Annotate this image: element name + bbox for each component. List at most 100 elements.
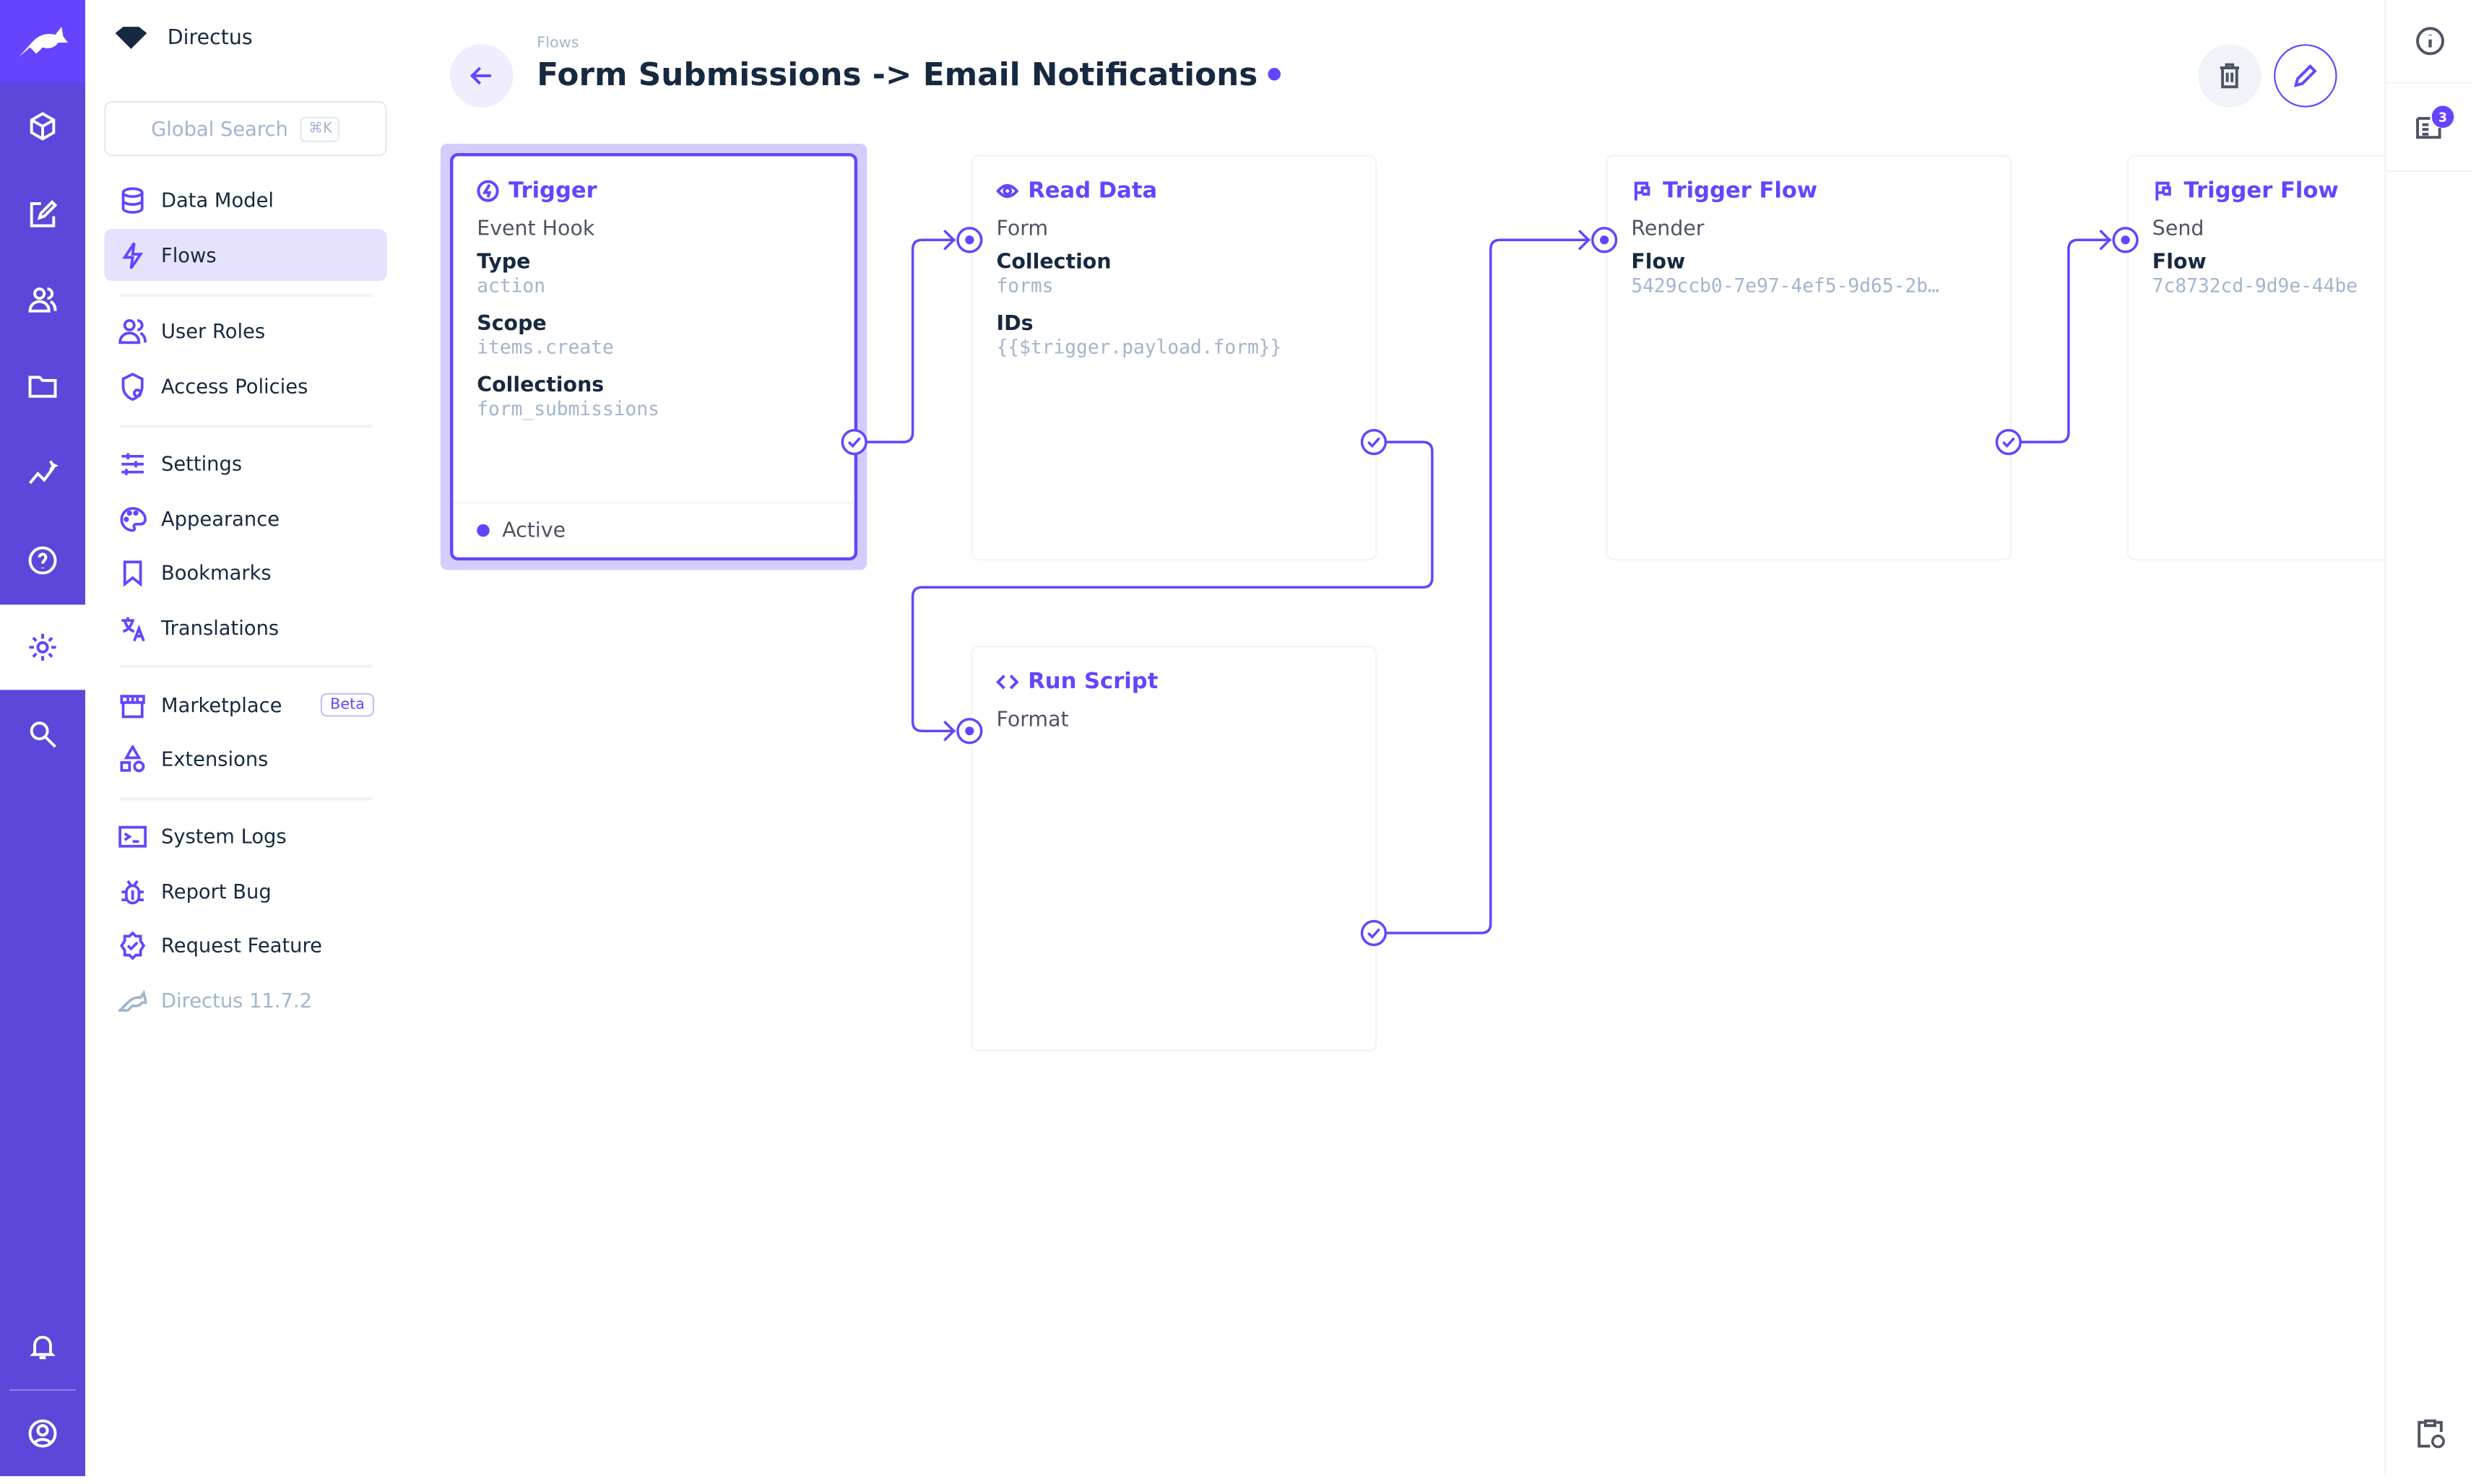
settings-module-button[interactable]: [0, 604, 86, 690]
trash-icon: [2220, 63, 2240, 89]
users-module-button[interactable]: [0, 257, 85, 342]
translate-icon: [121, 616, 145, 641]
delete-button[interactable]: [2198, 44, 2261, 108]
bolt-icon: [122, 241, 144, 269]
field-label: Scope: [477, 312, 547, 337]
field-label: Collection: [996, 251, 1112, 275]
info-button[interactable]: [2386, 0, 2473, 84]
beta-badge: Beta: [320, 693, 375, 717]
trigger-header: Trigger: [477, 178, 831, 204]
nav-item-settings[interactable]: Settings: [104, 438, 386, 490]
store-icon: [120, 694, 145, 718]
pencil-icon: [2294, 64, 2317, 87]
bolt-circle-icon: [477, 180, 499, 202]
field-value: form_submissions: [477, 397, 659, 420]
sliders-icon: [121, 452, 144, 474]
nav-item-label: Extensions: [160, 747, 269, 771]
edit-button[interactable]: [2274, 44, 2337, 108]
operation-name: Render: [1631, 217, 1705, 242]
shapes-icon: [120, 744, 145, 772]
nav-item-appearance[interactable]: Appearance: [104, 493, 386, 544]
logs-button[interactable]: 3: [2386, 85, 2473, 173]
field-label: Type: [477, 251, 531, 275]
nav-item-flows[interactable]: Flows: [104, 228, 387, 282]
back-button[interactable]: [450, 44, 514, 108]
operation-title: Read Data: [1028, 178, 1158, 204]
operation-header: Trigger Flow: [1631, 178, 1986, 204]
terminal-icon: [118, 825, 147, 847]
operation-name: Send: [2152, 217, 2204, 242]
trigger-name: Event Hook: [477, 217, 595, 242]
active-status-dot: [1268, 68, 1282, 81]
arrow-left-icon: [469, 66, 491, 85]
nav-item-report-bug[interactable]: Report Bug: [104, 865, 386, 917]
bookmark-icon: [123, 560, 142, 586]
right-sidebar: 3: [2384, 0, 2473, 1477]
nav-item-directus-11-7-2[interactable]: Directus 11.7.2: [104, 974, 386, 1026]
nav-item-bookmarks[interactable]: Bookmarks: [104, 546, 386, 598]
nav-item-access-policies[interactable]: Access Policies: [104, 360, 386, 412]
page-title: Form Submissions -> Email Notifications: [537, 55, 1282, 93]
trigger-title: Trigger: [508, 178, 597, 204]
nav-item-label: Marketplace: [160, 693, 282, 717]
breadcrumb[interactable]: Flows: [537, 35, 579, 53]
help-module-button[interactable]: [0, 518, 85, 603]
insights-icon: [29, 460, 59, 485]
project-logo-icon: [115, 27, 147, 49]
nav-item-user-roles[interactable]: User Roles: [104, 305, 386, 357]
connector-script-flow: [1386, 238, 1590, 934]
account-circle-icon: [28, 1419, 57, 1448]
operation-header: Run Script: [996, 669, 1351, 695]
nav-divider: [120, 797, 373, 800]
directus-logo[interactable]: [0, 0, 86, 82]
logs-count-badge: 3: [2431, 105, 2454, 129]
nav-item-label: System Logs: [160, 824, 287, 848]
connector-trigger-read: [867, 238, 956, 443]
search-module-button[interactable]: [0, 692, 85, 777]
nav-item-label: Bookmarks: [160, 560, 272, 584]
rabbit-logo-icon: [19, 27, 69, 57]
nav-item-label: User Roles: [160, 318, 266, 343]
operation-title: Trigger Flow: [1663, 178, 1818, 204]
field-value: items.create: [477, 336, 614, 359]
flag-icon: [1634, 181, 1650, 201]
files-module-button[interactable]: [0, 344, 85, 430]
field-label: Flow: [1631, 251, 1686, 275]
gear-icon: [29, 633, 56, 661]
operation-title: Run Script: [1028, 669, 1159, 695]
nav-item-data-model[interactable]: Data Model: [104, 173, 386, 225]
field-value: {{$trigger.payload.form}}: [996, 336, 1282, 359]
content-module-button[interactable]: [0, 84, 85, 169]
status-dot: [477, 524, 490, 537]
trigger-status: Active: [453, 502, 854, 557]
edit-module-button[interactable]: [0, 172, 85, 257]
nav-item-label: Access Policies: [160, 374, 308, 398]
account-button[interactable]: [0, 1391, 85, 1476]
nav-item-translations[interactable]: Translations: [104, 602, 386, 654]
palette-icon: [120, 506, 147, 531]
field-label: Flow: [2152, 251, 2207, 275]
logs-icon: [2415, 116, 2441, 139]
nav-item-request-feature[interactable]: Request Feature: [104, 919, 386, 971]
nav-item-marketplace[interactable]: Marketplace Beta: [104, 679, 386, 731]
shield-icon: [121, 371, 144, 400]
rail-divider: [9, 1389, 76, 1392]
connector-flow-flow: [2021, 238, 2111, 443]
nav-item-extensions[interactable]: Extensions: [104, 732, 386, 784]
global-search-input[interactable]: Global Search ⌘K: [104, 100, 387, 157]
project-header[interactable]: Directus: [113, 25, 253, 51]
page-title-text: Form Submissions -> Email Notifications: [537, 55, 1258, 93]
notifications-button[interactable]: [0, 1304, 85, 1389]
nav-item-label: Request Feature: [160, 933, 322, 957]
insights-module-button[interactable]: [0, 431, 85, 516]
nav-divider: [120, 293, 373, 296]
code-icon: [996, 674, 1019, 690]
nav-item-system-logs[interactable]: System Logs: [104, 810, 386, 862]
clipboard-button[interactable]: [2386, 1392, 2472, 1475]
